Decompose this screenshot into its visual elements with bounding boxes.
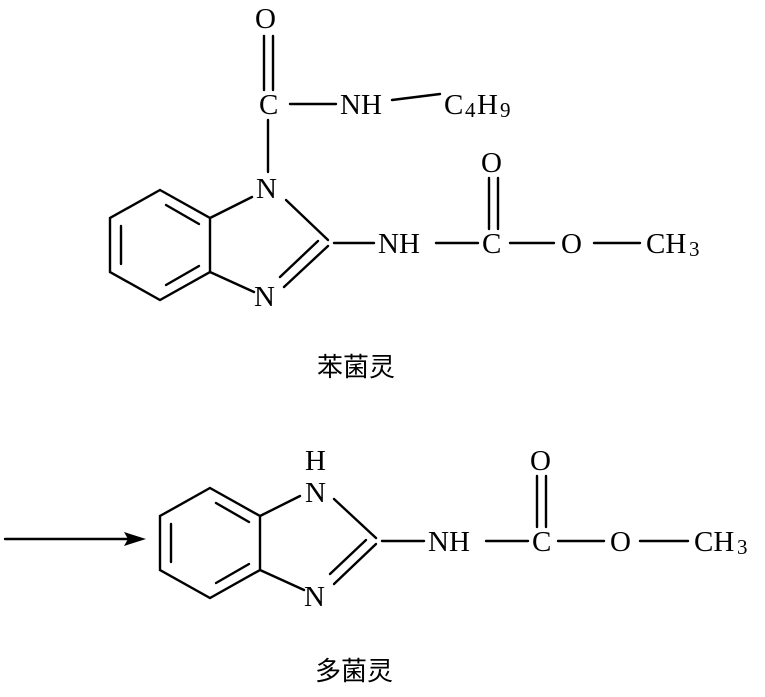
compound-name: 苯菌灵 — [317, 353, 395, 383]
atom-NH: NH — [428, 526, 470, 558]
atom-O: O — [610, 526, 631, 558]
subscript: 9 — [500, 98, 511, 122]
atom-N: N — [254, 281, 275, 313]
atom-H: H — [477, 89, 498, 121]
benzene-ring-2 — [158, 486, 262, 600]
atom-C: C — [532, 526, 551, 558]
imidazole-bonds-1 — [208, 195, 330, 294]
n-carbamoyl-bonds — [262, 34, 442, 174]
molecule-benomyl: O C NH C 4 H 9 N N NH C O O CH 3 苯菌灵 — [108, 3, 700, 383]
methyl-group-label: CH 3 — [694, 526, 748, 559]
carbamate-bonds-2 — [380, 474, 690, 543]
atom-N: N — [256, 173, 277, 205]
atom-C: C — [482, 228, 501, 260]
atom-O: O — [561, 228, 582, 260]
benzene-ring-1 — [108, 188, 212, 302]
methyl-group-label: CH 3 — [646, 228, 700, 261]
atom-O: O — [481, 147, 502, 179]
carbamate-bonds-1 — [332, 176, 642, 245]
compound-name: 多菌灵 — [315, 657, 393, 687]
reaction-arrow — [3, 532, 146, 546]
atom-O: O — [530, 445, 551, 477]
molecule-carbendazim: H N N NH C O O CH 3 多菌灵 — [158, 445, 748, 687]
atom-N: N — [304, 581, 325, 613]
atom-H: H — [305, 445, 326, 477]
atom-N: N — [305, 477, 326, 509]
atom-O: O — [255, 3, 276, 35]
atom-NH: NH — [340, 89, 382, 121]
butyl-group-label: C 4 H 9 — [444, 89, 511, 122]
subscript: 3 — [689, 237, 700, 261]
imidazole-bonds-2 — [258, 494, 378, 592]
atom-C: C — [259, 89, 278, 121]
atom-C: C — [444, 89, 463, 121]
atom-CH: CH — [694, 526, 734, 558]
atom-NH: NH — [378, 228, 420, 260]
atom-CH: CH — [646, 228, 686, 260]
subscript: 4 — [465, 98, 476, 122]
subscript: 3 — [737, 535, 748, 559]
